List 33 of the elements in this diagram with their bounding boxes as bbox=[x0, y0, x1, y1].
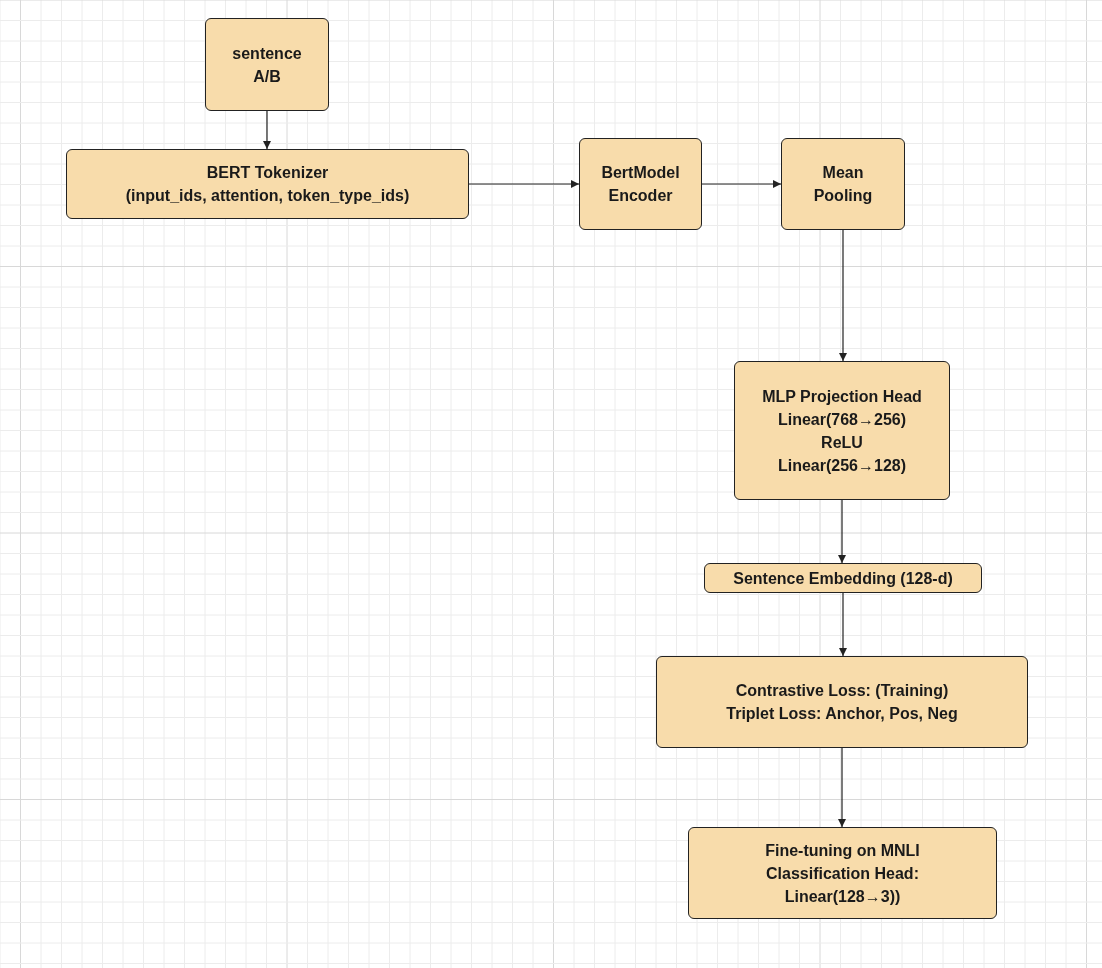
node-label: Mean bbox=[822, 163, 864, 183]
node-label: Sentence Embedding (128-d) bbox=[733, 568, 953, 589]
node-label: BERT Tokenizer bbox=[206, 163, 329, 183]
arrow bbox=[701, 179, 782, 189]
arrow bbox=[468, 179, 580, 189]
process-box bbox=[66, 149, 469, 219]
node-label: Linear(768→256) bbox=[777, 409, 907, 430]
arrow bbox=[838, 229, 848, 362]
arrow bbox=[837, 747, 847, 828]
node-label: Encoder bbox=[608, 186, 673, 206]
node-label: MLP Projection Head bbox=[762, 386, 922, 407]
node-label: Linear(128→3)) bbox=[784, 886, 901, 907]
node-label: Fine-tuning on MNLI bbox=[765, 840, 920, 861]
node-label: sentence bbox=[232, 43, 302, 64]
arrow bbox=[262, 110, 272, 150]
node-label: Linear(256→128) bbox=[777, 455, 907, 476]
process-box bbox=[205, 18, 329, 111]
node-label: (input_ids, attention, token_type_ids) bbox=[125, 186, 410, 206]
process-box bbox=[688, 827, 997, 919]
node-label: BertModel bbox=[601, 163, 680, 183]
process-box bbox=[656, 656, 1028, 748]
arrow bbox=[837, 499, 847, 564]
node-label: ReLU bbox=[821, 432, 863, 453]
node-label: A/B bbox=[253, 66, 281, 87]
node-label: Triplet Loss: Anchor, Pos, Neg bbox=[726, 704, 958, 724]
arrow bbox=[838, 592, 848, 657]
process-box bbox=[579, 138, 702, 230]
node-label: Pooling bbox=[813, 186, 873, 206]
process-box bbox=[704, 563, 982, 593]
process-box bbox=[734, 361, 950, 500]
node-label: Classification Head: bbox=[766, 863, 919, 884]
node-label: Contrastive Loss: (Training) bbox=[735, 681, 949, 701]
process-box bbox=[781, 138, 905, 230]
